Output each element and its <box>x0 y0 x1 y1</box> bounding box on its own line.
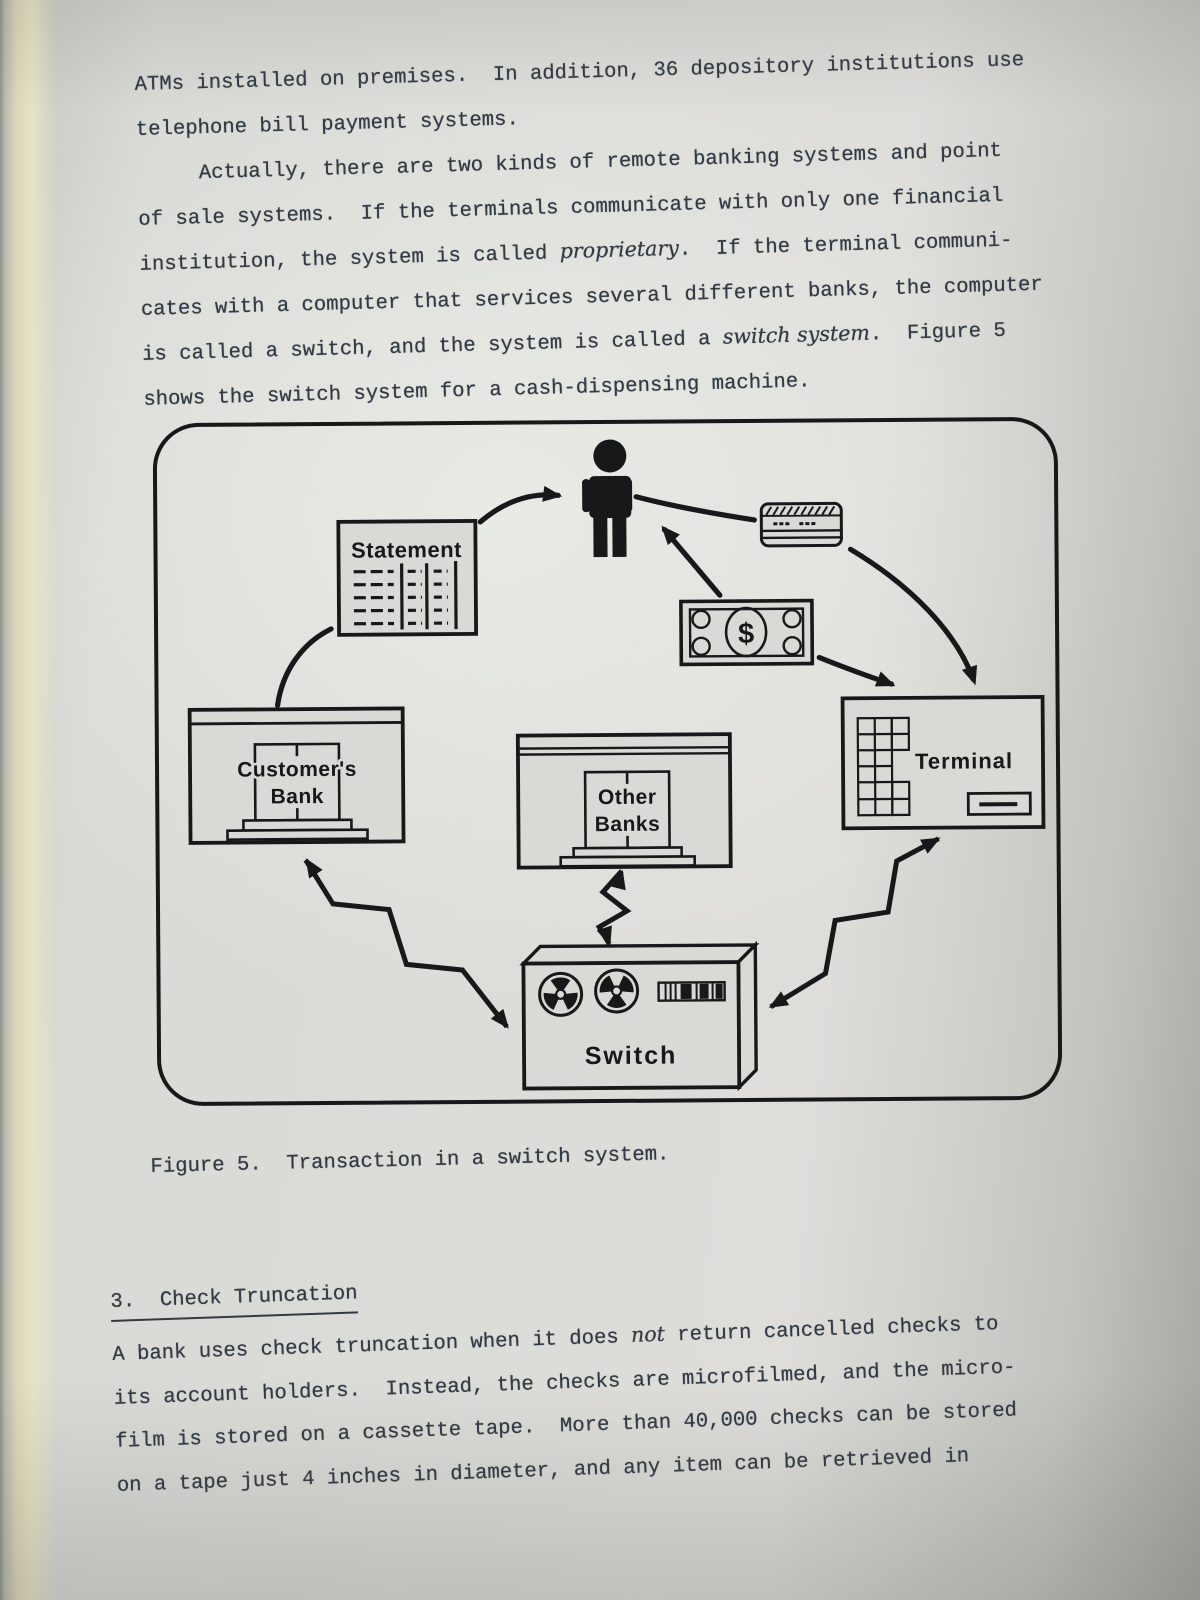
statement-node: Statement <box>335 518 478 637</box>
card-slot-icon <box>966 791 1032 816</box>
check-truncation-section: 3. Check Truncation A bank uses check tr… <box>110 1253 1117 1507</box>
connector-person-to-card <box>633 493 757 523</box>
keypad-icon <box>856 716 910 816</box>
dollar-bill-icon: $ <box>678 598 814 666</box>
arrowheads <box>305 485 977 1029</box>
figure-caption: Figure 5. Transaction in a switch system… <box>150 1143 670 1179</box>
indicator-lights-icon <box>656 980 726 1002</box>
zigzag-bank-switch <box>303 858 509 1028</box>
zigzag-terminal-switch <box>768 835 940 1009</box>
other-banks-label-line2: Banks <box>594 812 660 835</box>
customers-bank-label-line2: Bank <box>270 784 324 807</box>
other-banks-label-line1: Other <box>597 785 656 808</box>
other-banks-node: Other Banks <box>515 731 733 870</box>
person-icon <box>581 438 632 557</box>
switch-node: Switch <box>518 940 759 1091</box>
statement-label: Statement <box>350 537 461 563</box>
tape-reel-icon <box>593 967 639 1013</box>
figure5-diagram: Statement <box>187 438 1045 1091</box>
section-heading: 3. Check Truncation <box>110 1279 359 1322</box>
book-binding-edge <box>0 0 56 1600</box>
connector-bank-to-statement <box>274 625 334 708</box>
switch-label: Switch <box>584 1041 677 1070</box>
statement-document-icon <box>353 560 458 629</box>
bank-card-icon <box>759 501 843 547</box>
tape-reel-icon <box>537 971 583 1017</box>
customers-bank-label-line1: Customer's <box>237 757 357 781</box>
dollar-sign: $ <box>737 617 753 649</box>
figure5-diagram-frame: Statement <box>152 416 1063 1107</box>
terminal-node: Terminal <box>840 694 1045 830</box>
customers-bank-node: Customer's Bank <box>187 706 405 845</box>
arrow-card-to-terminal <box>847 546 976 682</box>
terminal-label: Terminal <box>914 748 1012 774</box>
intro-paragraphs: ATMs installed on premises. In addition,… <box>134 35 1104 422</box>
